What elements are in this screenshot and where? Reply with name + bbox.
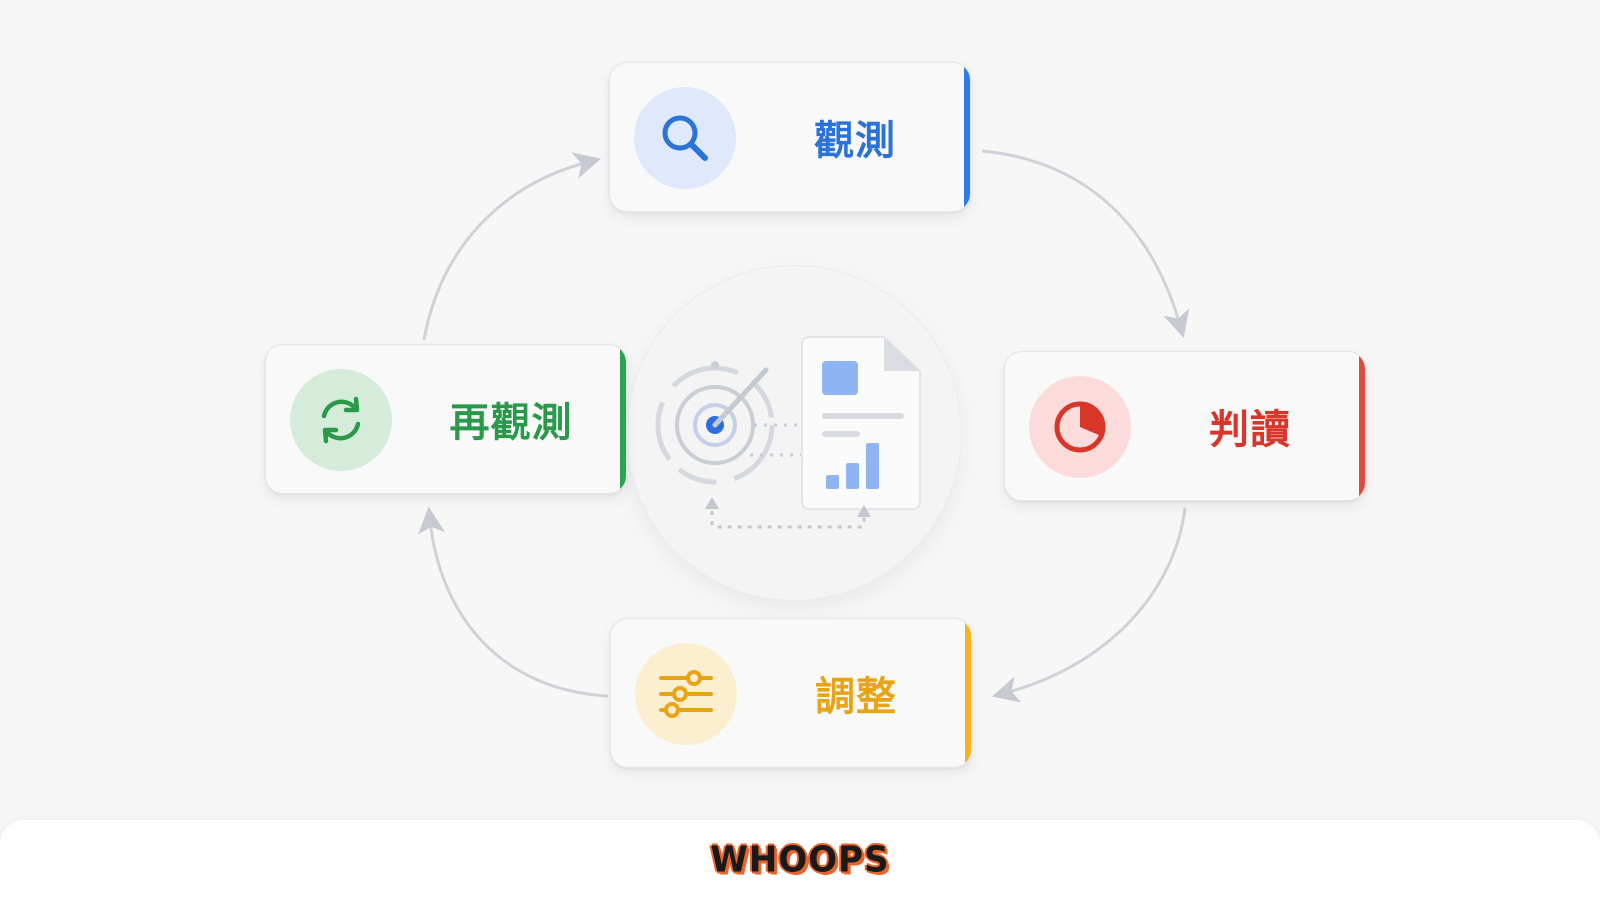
- step-card-interpret: 判讀: [1004, 351, 1366, 501]
- search-icon: [662, 115, 708, 161]
- interpret-accent-bar: [1359, 352, 1365, 500]
- step-card-observe: 觀測: [609, 62, 971, 212]
- arrow-adjust-to-reobserve: [417, 506, 609, 698]
- footer-bar: WHOOPS: [0, 820, 1600, 900]
- interpret-icon-circle: [1029, 376, 1131, 478]
- pie-chart-icon: [1054, 401, 1106, 453]
- adjust-accent-bar: [965, 619, 971, 767]
- adjust-label: 調整: [815, 674, 897, 720]
- center-hub: [626, 265, 962, 601]
- observe-accent-bar: [964, 63, 970, 211]
- reobserve-accent-bar: [620, 345, 626, 493]
- reobserve-icon-circle: [290, 369, 392, 471]
- feedback-loop-arrow: [705, 497, 871, 529]
- arrow-interpret-to-adjust: [991, 507, 1187, 703]
- arrow-observe-to-interpret: [981, 149, 1190, 338]
- arrow-reobserve-to-observe: [422, 152, 602, 341]
- adjust-icon-circle: [635, 643, 737, 745]
- footer-logo: WHOOPS: [710, 839, 890, 881]
- refresh-icon: [321, 396, 361, 444]
- report-document-icon: [801, 336, 921, 510]
- radar-target-icon: [655, 361, 812, 485]
- interpret-label: 判讀: [1209, 407, 1291, 453]
- observe-label: 觀測: [814, 118, 896, 164]
- observe-icon-circle: [634, 87, 736, 189]
- sliders-icon: [659, 670, 713, 718]
- reobserve-label: 再觀測: [449, 400, 573, 446]
- step-card-adjust: 調整: [610, 618, 972, 768]
- step-card-reobserve: 再觀測: [265, 344, 627, 494]
